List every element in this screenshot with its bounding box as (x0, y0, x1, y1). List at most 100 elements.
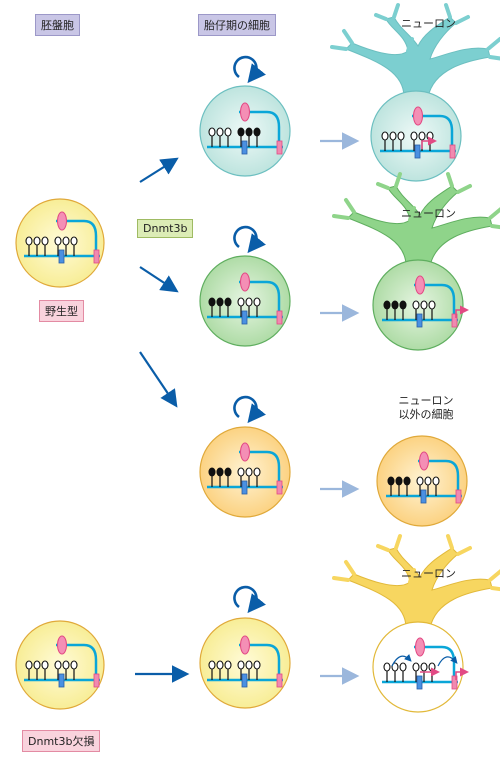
neuron-row1-branch (454, 15, 470, 25)
neuron-row1 (330, 3, 500, 182)
cpg-unmethylated-cpg (41, 660, 49, 670)
cpg-unmethylated-cpg (389, 131, 397, 141)
cpg-unmethylated-cpg (216, 660, 224, 670)
self-renewal-arrow (233, 585, 266, 614)
cpg-unmethylated-cpg (237, 297, 245, 307)
enhancer-factor (415, 637, 425, 657)
neuron-row2-branch (446, 172, 454, 188)
self-renewal-arrow-path (233, 55, 266, 84)
cpg-unmethylated-cpg (54, 660, 62, 670)
transcription-arrow (421, 136, 437, 149)
neuron-row4-branch (488, 569, 500, 582)
cpg-methylated-cpg (253, 127, 261, 137)
promoter-box (276, 673, 283, 688)
dna-loop (239, 643, 281, 680)
fetal-cell-row2 (199, 255, 291, 347)
promoter-box (455, 489, 462, 504)
cpg-unmethylated-cpg (224, 660, 232, 670)
cpg-unmethylated-cpg (245, 660, 253, 670)
cpg-unmethylated-cpg (412, 300, 420, 310)
neuron-label-4: ニューロン (401, 567, 456, 580)
enhancer-factor (240, 102, 250, 122)
regulatory-box (241, 480, 248, 495)
enhancer-factor (57, 211, 67, 231)
neuron-row4-branch (408, 568, 416, 584)
cpg-unmethylated-cpg (62, 660, 70, 670)
neuron-row2-branch (408, 206, 416, 222)
enhancer-factor (57, 635, 67, 655)
wild-type-blastocyst-cell (15, 198, 105, 288)
regulatory-box (241, 310, 248, 325)
neuron-row2-branch (332, 214, 350, 220)
cpg-unmethylated-cpg (33, 660, 41, 670)
neuron-row2-branch (488, 207, 500, 220)
cpg-unmethylated-cpg (420, 662, 428, 672)
promoter-box (276, 480, 283, 495)
promoter-box (276, 140, 283, 155)
neuron-row4 (332, 534, 500, 713)
cpg-unmethylated-cpg (420, 300, 428, 310)
dna-loop (239, 450, 281, 487)
cpg-unmethylated-cpg (41, 236, 49, 246)
cpg-methylated-cpg (224, 297, 232, 307)
promoter-box (451, 675, 458, 690)
neuron-label-2: ニューロン (401, 207, 456, 220)
fetal-cell-row2-body (199, 255, 291, 347)
cpg-methylated-cpg (399, 300, 407, 310)
cpg-methylated-cpg (237, 127, 245, 137)
regulatory-box (241, 673, 248, 688)
self-renewal-arrow (233, 395, 266, 424)
dna-loop (414, 283, 456, 320)
neuron-row4-branch (376, 544, 390, 552)
cpg-methylated-cpg (224, 467, 232, 477)
cpg-unmethylated-cpg (412, 662, 420, 672)
cpg-unmethylated-cpg (33, 236, 41, 246)
neuron-row1-branch (444, 3, 452, 19)
neuron-row4-branch (490, 586, 500, 592)
neuron-row4-branch (446, 534, 454, 550)
cpg-methylated-cpg (208, 297, 216, 307)
promoter-box (451, 313, 458, 328)
cpg-unmethylated-cpg (62, 236, 70, 246)
regulatory-box (416, 675, 423, 690)
cpg-methylated-cpg (403, 476, 411, 486)
transcription-arrow (455, 667, 469, 680)
neuron-row1-branch (486, 37, 500, 51)
neuron-row2 (332, 172, 500, 351)
cpg-unmethylated-cpg (428, 300, 436, 310)
neuron-row1-branch (330, 45, 348, 51)
fetal-cell-row1-body (199, 85, 291, 177)
cpg-unmethylated-cpg (399, 662, 407, 672)
enhancer-factor (419, 451, 429, 471)
neuron-row1-branch (374, 13, 388, 21)
regulatory-box (416, 313, 423, 328)
enhancer-factor (240, 272, 250, 292)
cpg-methylated-cpg (216, 467, 224, 477)
cpg-unmethylated-cpg (208, 127, 216, 137)
dnmt3b-tag: Dnmt3b (137, 219, 194, 238)
header-fetal-cells: 胎仔期の細胞 (198, 14, 276, 36)
neuron-row2-branch (490, 224, 500, 230)
dna-loop (56, 219, 98, 256)
neuron-row4-branch (394, 534, 402, 550)
arrow-to-row3 (139, 351, 178, 408)
cpg-unmethylated-cpg (208, 660, 216, 670)
cpg-unmethylated-cpg (70, 660, 78, 670)
cpg-methylated-cpg (387, 476, 395, 486)
cpg-unmethylated-cpg (216, 127, 224, 137)
wild-type-tag: 野生型 (39, 300, 84, 322)
cpg-unmethylated-cpg (54, 236, 62, 246)
cpg-unmethylated-cpg (245, 467, 253, 477)
cpg-unmethylated-cpg (245, 297, 253, 307)
cpg-unmethylated-cpg (424, 476, 432, 486)
cpg-unmethylated-cpg (416, 476, 424, 486)
non-neuron-label: ニューロン 以外の細胞 (386, 394, 466, 422)
cpg-methylated-cpg (216, 297, 224, 307)
enhancer-factor (413, 106, 423, 126)
regulatory-box (58, 249, 65, 264)
cpg-unmethylated-cpg (237, 467, 245, 477)
regulatory-box (58, 673, 65, 688)
cpg-methylated-cpg (245, 127, 253, 137)
regulatory-box (420, 489, 427, 504)
